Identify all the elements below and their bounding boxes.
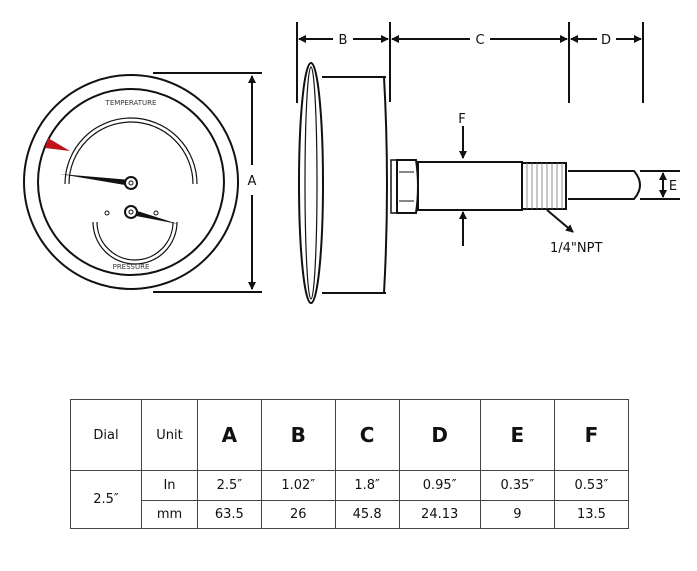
temperature-needle <box>60 174 131 186</box>
value-cell: 2.5″ <box>197 470 262 501</box>
pressure-label: PRESSURE <box>113 263 150 271</box>
gauge-front-view <box>23 74 239 290</box>
value-cell: 1.02″ <box>260 470 336 501</box>
header-a: A <box>197 399 262 471</box>
temperature-label: TEMPERATURE <box>105 99 157 107</box>
value-cell: 45.8 <box>334 500 400 529</box>
value-cell: 0.53″ <box>553 470 630 501</box>
thread-size-label: 1/4"NPT <box>550 241 602 256</box>
dimension-d-label: D <box>601 33 611 48</box>
dial-size-cell: 2.5″ <box>70 470 142 529</box>
value-cell: 1.8″ <box>334 470 400 501</box>
header-b: B <box>260 399 336 471</box>
header-f: F <box>553 399 630 471</box>
header-c: C <box>334 399 400 471</box>
red-pointer-icon <box>45 138 70 151</box>
header-unit: Unit <box>141 399 198 471</box>
table-row: mm 63.5 26 45.8 24.13 9 13.5 <box>71 500 630 529</box>
value-cell: 26 <box>260 500 336 529</box>
dimension-e-label: E <box>669 179 677 194</box>
dimension-c-label: C <box>475 33 484 48</box>
table-row: 2.5″ In 2.5″ 1.02″ 1.8″ 0.95″ 0.35″ 0.53… <box>70 470 630 529</box>
value-cell: 24.13 <box>398 500 481 529</box>
dimensions-table: Dial Unit A B C D E F 2.5″ In 2.5″ 1.02″… <box>70 399 630 529</box>
value-cell: 0.95″ <box>398 470 481 501</box>
table-header-row: Dial Unit A B C D E F <box>70 399 630 471</box>
dimension-f-label: F <box>458 112 465 127</box>
unit-cell: In <box>141 470 198 501</box>
header-dial: Dial <box>70 399 142 471</box>
value-cell: 63.5 <box>197 500 262 529</box>
unit-cell: mm <box>141 500 198 529</box>
dimension-b-label: B <box>339 33 348 48</box>
value-cell: 13.5 <box>553 500 630 529</box>
gauge-dimension-diagram: TEMPERATURE PRESSURE A B C D E F 1/4"NPT <box>23 22 680 304</box>
value-cell: 0.35″ <box>479 470 555 501</box>
value-cell: 9 <box>479 500 555 529</box>
header-e: E <box>479 399 555 471</box>
gauge-side-view <box>298 62 641 304</box>
header-d: D <box>398 399 481 471</box>
pressure-needle <box>131 209 178 224</box>
dimension-a-label: A <box>248 174 257 189</box>
